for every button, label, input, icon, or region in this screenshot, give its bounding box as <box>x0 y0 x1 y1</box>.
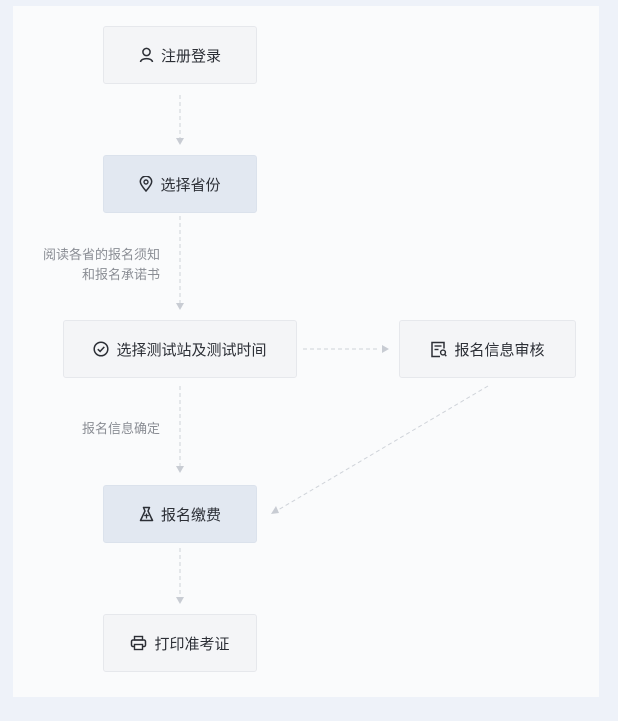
arrowhead-review <box>382 345 389 353</box>
payment-bag-icon <box>139 506 154 522</box>
step-pay-label: 报名缴费 <box>160 505 221 524</box>
check-circle-icon <box>93 341 110 357</box>
step-select-site[interactable]: 选择测试站及测试时间 <box>63 320 297 378</box>
arrowhead-province <box>176 138 184 145</box>
note-read-instructions: 阅读各省的报名须知 和报名承诺书 <box>16 246 160 286</box>
step-review-label: 报名信息审核 <box>454 340 545 359</box>
note-confirm: 报名信息确定 <box>40 420 160 440</box>
printer-icon <box>130 635 147 651</box>
step-select-province-label: 选择省份 <box>160 175 221 194</box>
step-register[interactable]: 注册登录 <box>103 26 257 84</box>
step-select-site-label: 选择测试站及测试时间 <box>116 340 267 359</box>
note-read-line1: 阅读各省的报名须知 <box>42 248 160 263</box>
step-register-label: 注册登录 <box>160 46 221 65</box>
location-pin-icon <box>139 176 153 192</box>
step-pay[interactable]: 报名缴费 <box>103 485 257 543</box>
arrowhead-print <box>176 597 184 604</box>
step-review[interactable]: 报名信息审核 <box>399 320 576 378</box>
document-review-icon <box>430 341 448 358</box>
step-select-province[interactable]: 选择省份 <box>103 155 257 213</box>
step-print[interactable]: 打印准考证 <box>103 614 257 672</box>
arrowhead-pay-from-review <box>271 506 279 514</box>
step-print-label: 打印准考证 <box>154 634 230 653</box>
note-read-line2: 和报名承诺书 <box>81 268 160 283</box>
connector-review-to-pay <box>277 385 489 511</box>
arrowhead-site <box>176 303 184 310</box>
note-confirm-text: 报名信息确定 <box>81 422 160 437</box>
arrowhead-pay <box>176 466 184 473</box>
user-icon <box>139 47 154 63</box>
